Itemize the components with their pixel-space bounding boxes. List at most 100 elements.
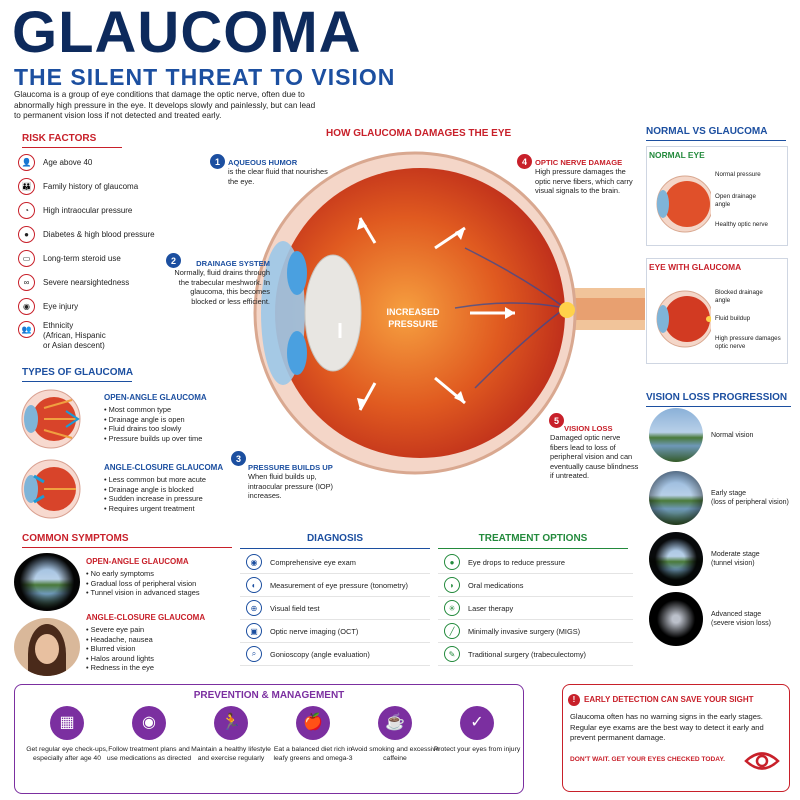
cup-icon: ☕: [378, 706, 412, 740]
vision-early-image: [649, 471, 703, 525]
symptoms-section: COMMON SYMPTOMS: [22, 533, 232, 548]
normal-eye-illustration: [656, 175, 711, 233]
callout-number-5: 5: [549, 413, 564, 428]
runner-icon: 🏃: [214, 706, 248, 740]
callout-vision-loss: VISION LOSS Damaged optic nerve fibers l…: [550, 424, 639, 480]
list-item: 👥Ethnicity (African, Hispanic or Asian d…: [18, 318, 178, 354]
glasses-icon: ∞: [18, 273, 35, 291]
callout-aqueous-humor: AQUEOUS HUMOR is the clear fluid that no…: [228, 158, 328, 186]
list-item: ◐Measurement of eye pressure (tonometry): [240, 574, 430, 597]
list-item: ●Diabetes & high blood pressure: [18, 222, 178, 246]
list-item: ⊕Visual field test: [240, 597, 430, 620]
camera-icon: ▣: [246, 623, 262, 639]
vision-normal-image: [649, 408, 703, 462]
family-icon: 👪: [18, 177, 35, 195]
callout-optic-nerve-damage: OPTIC NERVE DAMAGE High pressure damages…: [535, 158, 633, 195]
angle-closure-eye-illustration: [21, 459, 81, 519]
eye-drop-icon: ●: [444, 554, 460, 570]
age-icon: 👤: [18, 153, 35, 171]
callout-number-1: 1: [210, 154, 225, 169]
early-detection-text: Glaucoma often has no warning signs in t…: [570, 712, 764, 742]
page-subtitle: THE SILENT THREAT TO VISION: [14, 64, 396, 90]
callout-number-3: 3: [231, 451, 246, 466]
alert-icon: !: [568, 694, 580, 706]
callout-number-4: 4: [517, 154, 532, 169]
normal-vs-glaucoma-section: NORMAL VS GLAUCOMA: [646, 126, 786, 141]
early-detection-title: EARLY DETECTION CAN SAVE YOUR SIGHT: [584, 695, 754, 704]
progression-stage: Advanced stage (severe vision loss): [649, 592, 771, 646]
symptoms-open-angle: OPEN-ANGLE GLAUCOMA No early symptoms Gr…: [86, 557, 236, 598]
types-section: TYPES OF GLAUCOMA: [22, 367, 182, 382]
eye-exam-icon: ◉: [246, 554, 262, 570]
eye-icon: ◉: [18, 297, 35, 315]
calendar-icon: ▦: [50, 706, 84, 740]
list-item: ∞Severe nearsightedness: [18, 270, 178, 294]
prevention-title: PREVENTION & MANAGEMENT: [193, 690, 345, 701]
list-item: ✳Laser therapy: [438, 597, 633, 620]
vision-advanced-image: [649, 592, 703, 646]
eye-diagram-title: HOW GLAUCOMA DAMAGES THE EYE: [326, 128, 512, 139]
list-item: ●Eye drops to reduce pressure: [438, 551, 633, 574]
vision-moderate-image: [649, 532, 703, 586]
prevention-item: ▦Get regular eye check-ups, especially a…: [22, 706, 112, 763]
list-item: 👤Age above 40: [18, 150, 178, 174]
prevention-item: ☕Avoid smoking and excessive caffeine: [350, 706, 440, 763]
tonometer-icon: ◐: [246, 577, 262, 593]
early-detection-cta: DON'T WAIT. GET YOUR EYES CHECKED TODAY.: [570, 756, 725, 763]
normal-eye-card: NORMAL EYE Normal pressure Open drainage…: [646, 146, 788, 246]
intro-text: Glaucoma is a group of eye conditions th…: [14, 90, 316, 120]
headache-person-image: [14, 618, 80, 676]
angle-closure-type: ANGLE-CLOSURE GLAUCOMA Less common but m…: [104, 463, 234, 513]
pill-icon: ▭: [18, 249, 35, 267]
prevention-panel: [14, 684, 524, 794]
progression-stage: Early stage (loss of peripheral vision): [649, 471, 789, 525]
risk-factors-section: RISK FACTORS: [22, 133, 132, 148]
lens-icon: ⌕: [246, 646, 262, 662]
laser-icon: ✳: [444, 600, 460, 616]
prevention-item: ◉Follow treatment plans and use medicati…: [104, 706, 194, 763]
vision-progression-section: VISION LOSS PROGRESSION: [646, 392, 791, 407]
glaucoma-eye-illustration: [656, 290, 711, 348]
eye-cross-section-illustration: [253, 151, 645, 475]
gauge-icon: ◔: [18, 201, 35, 219]
symptoms-angle-closure: ANGLE-CLOSURE GLAUCOMA Severe eye pain H…: [86, 613, 236, 673]
page-title: GLAUCOMA: [12, 0, 362, 65]
shield-icon: ✓: [460, 706, 494, 740]
list-item: ◉Comprehensive eye exam: [240, 551, 430, 574]
increased-pressure-label: INCREASED PRESSURE: [386, 307, 440, 329]
callout-pressure-builds: PRESSURE BUILDS UP When fluid builds up,…: [248, 463, 334, 500]
treatment-section: TREATMENT OPTIONS: [438, 533, 628, 549]
eye-icon: ◉: [132, 706, 166, 740]
list-item: ╱Minimally invasive surgery (MIGS): [438, 620, 633, 643]
tunnel-vision-image: [14, 553, 80, 611]
list-item: ⌕Gonioscopy (angle evaluation): [240, 643, 430, 666]
scalpel-icon: ✎: [444, 646, 460, 662]
prevention-item: 🍎Eat a balanced diet rich in leafy green…: [268, 706, 358, 763]
visual-field-icon: ⊕: [246, 600, 262, 616]
types-title: TYPES OF GLAUCOMA: [22, 367, 134, 378]
treatment-list: ●Eye drops to reduce pressure ◗Oral medi…: [438, 551, 633, 666]
list-item: ✎Traditional surgery (trabeculectomy): [438, 643, 633, 666]
people-icon: 👥: [18, 321, 35, 338]
food-icon: 🍎: [296, 706, 330, 740]
list-item: 👪Family history of glaucoma: [18, 174, 178, 198]
open-angle-type: OPEN-ANGLE GLAUCOMA Most common type Dra…: [104, 393, 224, 443]
drop-icon: ●: [18, 225, 35, 243]
list-item: ◔High intraocular pressure: [18, 198, 178, 222]
list-item: ◉Eye injury: [18, 294, 178, 318]
diagnosis-list: ◉Comprehensive eye exam ◐Measurement of …: [240, 551, 430, 666]
callout-number-2: 2: [166, 253, 181, 268]
progression-stage: Moderate stage (tunnel vision): [649, 532, 760, 586]
open-angle-eye-illustration: [21, 389, 81, 449]
risk-factors-title: RISK FACTORS: [22, 133, 97, 144]
early-detection-panel: [562, 684, 790, 792]
eye-icon: [744, 752, 780, 770]
list-item: ◗Oral medications: [438, 574, 633, 597]
risk-factors-list: 👤Age above 40 👪Family history of glaucom…: [18, 150, 178, 354]
surgery-tool-icon: ╱: [444, 623, 460, 639]
callout-drainage-system: DRAINAGE SYSTEM Normally, fluid drains t…: [174, 259, 270, 306]
list-item: ▣Optic nerve imaging (OCT): [240, 620, 430, 643]
prevention-item: ✓Protect your eyes from injury: [432, 706, 522, 755]
pill-icon: ◗: [444, 577, 460, 593]
list-item: ▭Long-term steroid use: [18, 246, 178, 270]
